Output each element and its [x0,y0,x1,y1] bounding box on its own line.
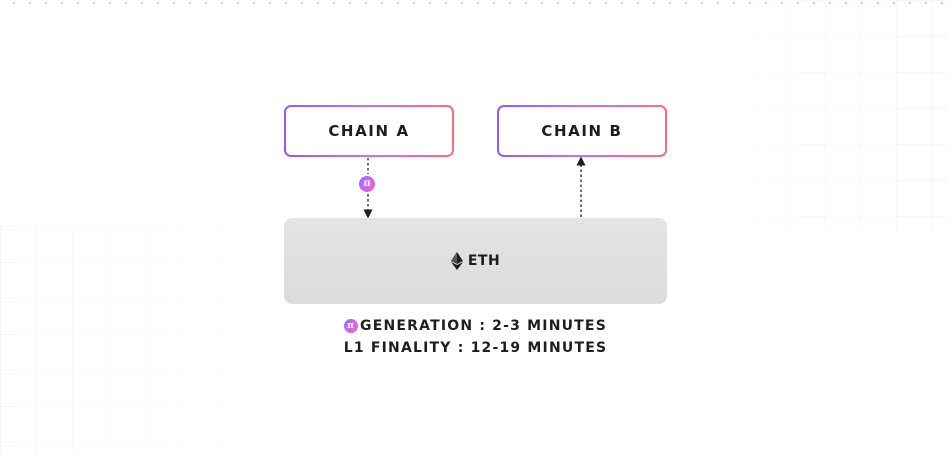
eth-label: ETH [467,253,501,269]
ethereum-icon [450,252,463,270]
chain-b-box: CHAIN B [497,105,667,157]
generation-line: π GENERATION : 2-3 MINUTES [284,315,667,337]
finality-label: L1 FINALITY : 12-19 MINUTES [343,340,608,356]
background-grid-right [716,0,948,232]
legend-pi-icon: π [344,319,358,333]
generation-label: GENERATION : 2-3 MINUTES [360,318,607,334]
proof-pi-symbol: π [363,178,371,189]
legend: π GENERATION : 2-3 MINUTES L1 FINALITY :… [284,315,667,359]
background-grid-left [0,226,236,454]
top-dotted-border [0,0,948,6]
eth-box: ETH [284,218,667,304]
chain-a-label: CHAIN A [328,122,410,140]
finality-line: L1 FINALITY : 12-19 MINUTES [284,337,667,359]
legend-pi-symbol: π [347,320,355,331]
chain-b-label: CHAIN B [541,122,623,140]
chain-a-box: CHAIN A [284,105,454,157]
proof-pi-icon: π [359,176,375,192]
